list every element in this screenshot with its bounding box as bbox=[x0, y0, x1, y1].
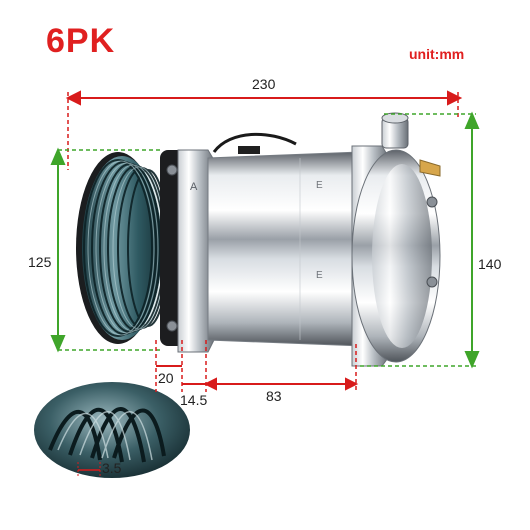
wire-connector bbox=[212, 132, 297, 154]
length-label: 230 bbox=[252, 76, 276, 92]
unit-label: unit:mm bbox=[409, 46, 465, 62]
mount-spacing-label: 83 bbox=[266, 388, 282, 404]
service-port bbox=[381, 112, 441, 177]
pulley-diameter-dimension bbox=[50, 147, 160, 353]
bottom-dimensions bbox=[155, 340, 359, 392]
svg-text:E: E bbox=[316, 270, 323, 281]
body-height-label: 140 bbox=[478, 256, 502, 272]
body-height-dimension bbox=[360, 111, 480, 369]
pulley-offset-label: 20 bbox=[158, 370, 174, 386]
bolts bbox=[166, 164, 438, 332]
svg-text:A: A bbox=[190, 181, 198, 193]
groove-inset bbox=[34, 382, 190, 478]
groove-pitch-label: 3.5 bbox=[102, 460, 122, 476]
belt-type-title: 6PK bbox=[46, 22, 116, 60]
pulley bbox=[76, 152, 169, 344]
pulley-diameter-label: 125 bbox=[28, 254, 52, 270]
svg-text:E: E bbox=[316, 180, 323, 191]
compressor-body bbox=[207, 151, 363, 347]
gap-label: 14.5 bbox=[180, 392, 208, 408]
